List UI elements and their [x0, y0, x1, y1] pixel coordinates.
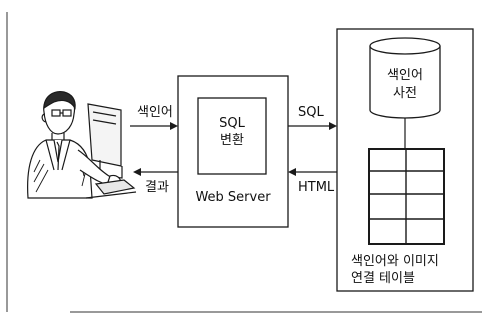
sql-convert-line2: 변환 [220, 133, 244, 148]
dictionary-line1: 색인어 [387, 68, 423, 83]
person-at-computer-icon [27, 91, 137, 199]
label-result: 결과 [145, 180, 169, 195]
arrow-server-to-user [133, 168, 178, 176]
link-table-grid [368, 148, 445, 245]
web-server-label: Web Server [195, 190, 271, 205]
arrow-server-to-db [288, 122, 337, 130]
dictionary-line2: 사전 [393, 86, 417, 101]
sql-convert-box [197, 97, 267, 175]
arrow-db-to-server [288, 168, 337, 176]
table-caption-line1: 색인어와 이미지 [351, 254, 439, 269]
label-index-word: 색인어 [137, 105, 173, 120]
table-caption-line2: 연결 테이블 [351, 271, 415, 286]
dictionary-cylinder [369, 37, 441, 119]
sql-convert-line1: SQL [219, 116, 245, 131]
arrow-user-to-server [130, 122, 178, 130]
label-html: HTML [298, 180, 335, 195]
label-sql: SQL [298, 105, 324, 120]
